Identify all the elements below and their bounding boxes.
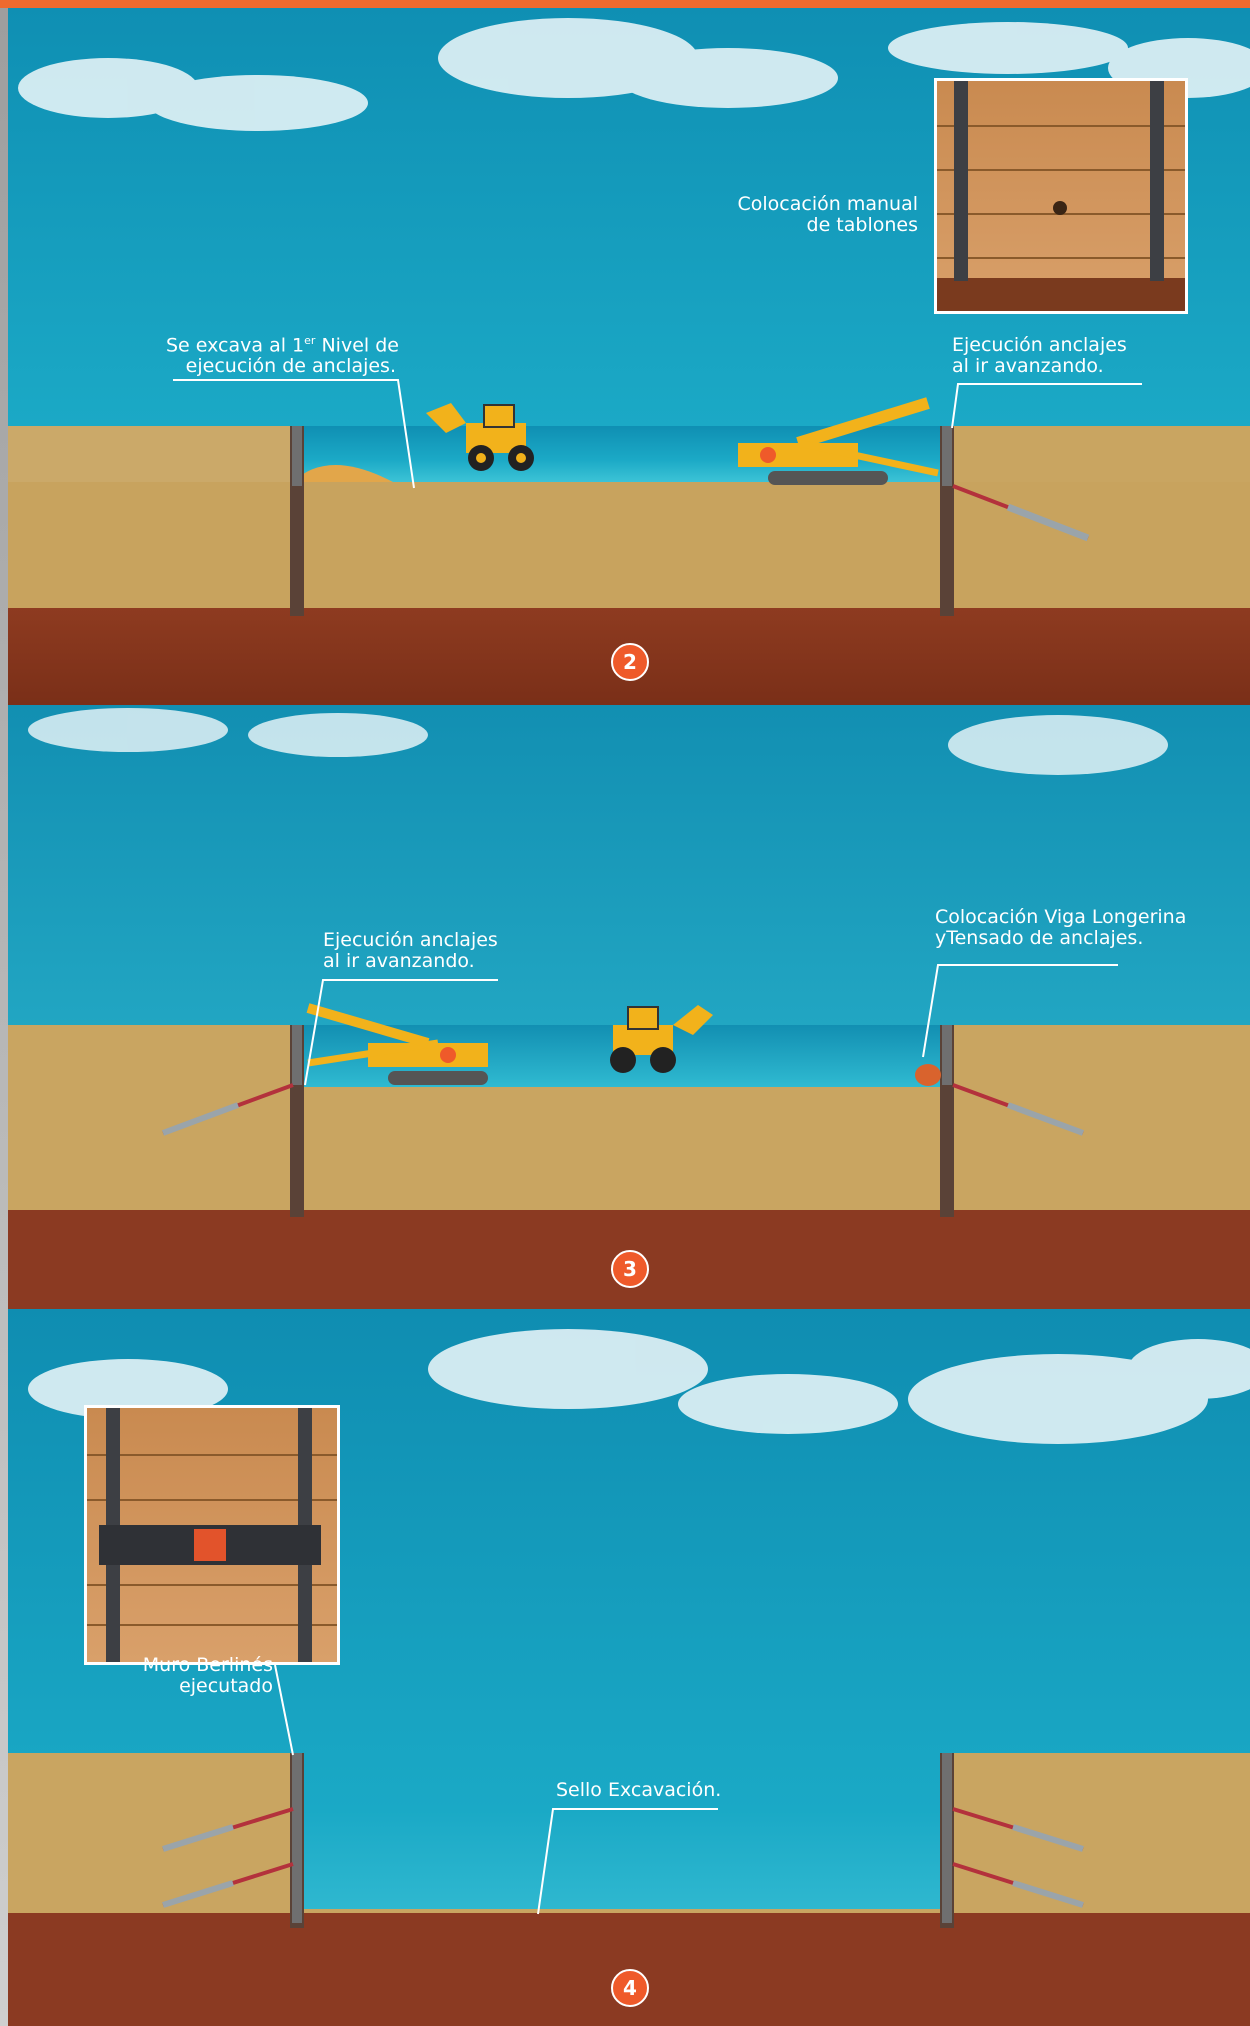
left-edge-strip bbox=[0, 8, 8, 2026]
wall-inset bbox=[84, 1405, 340, 1665]
step-badge-4: 4 bbox=[611, 1969, 649, 2007]
step-2-panel: Se excava al 1er Nivel de ejecución de a… bbox=[8, 8, 1250, 705]
step-3-illustration bbox=[8, 705, 1250, 1309]
planks-inset bbox=[934, 78, 1188, 314]
step-badge-3: 3 bbox=[611, 1250, 649, 1288]
label-excavate-level: Se excava al 1er Nivel de ejecución de a… bbox=[166, 330, 396, 377]
jack bbox=[915, 1064, 941, 1086]
step-badge-2: 2 bbox=[611, 643, 649, 681]
label-excavation-seal: Sello Excavación. bbox=[556, 1780, 721, 1801]
top-accent-bar bbox=[0, 0, 1250, 8]
